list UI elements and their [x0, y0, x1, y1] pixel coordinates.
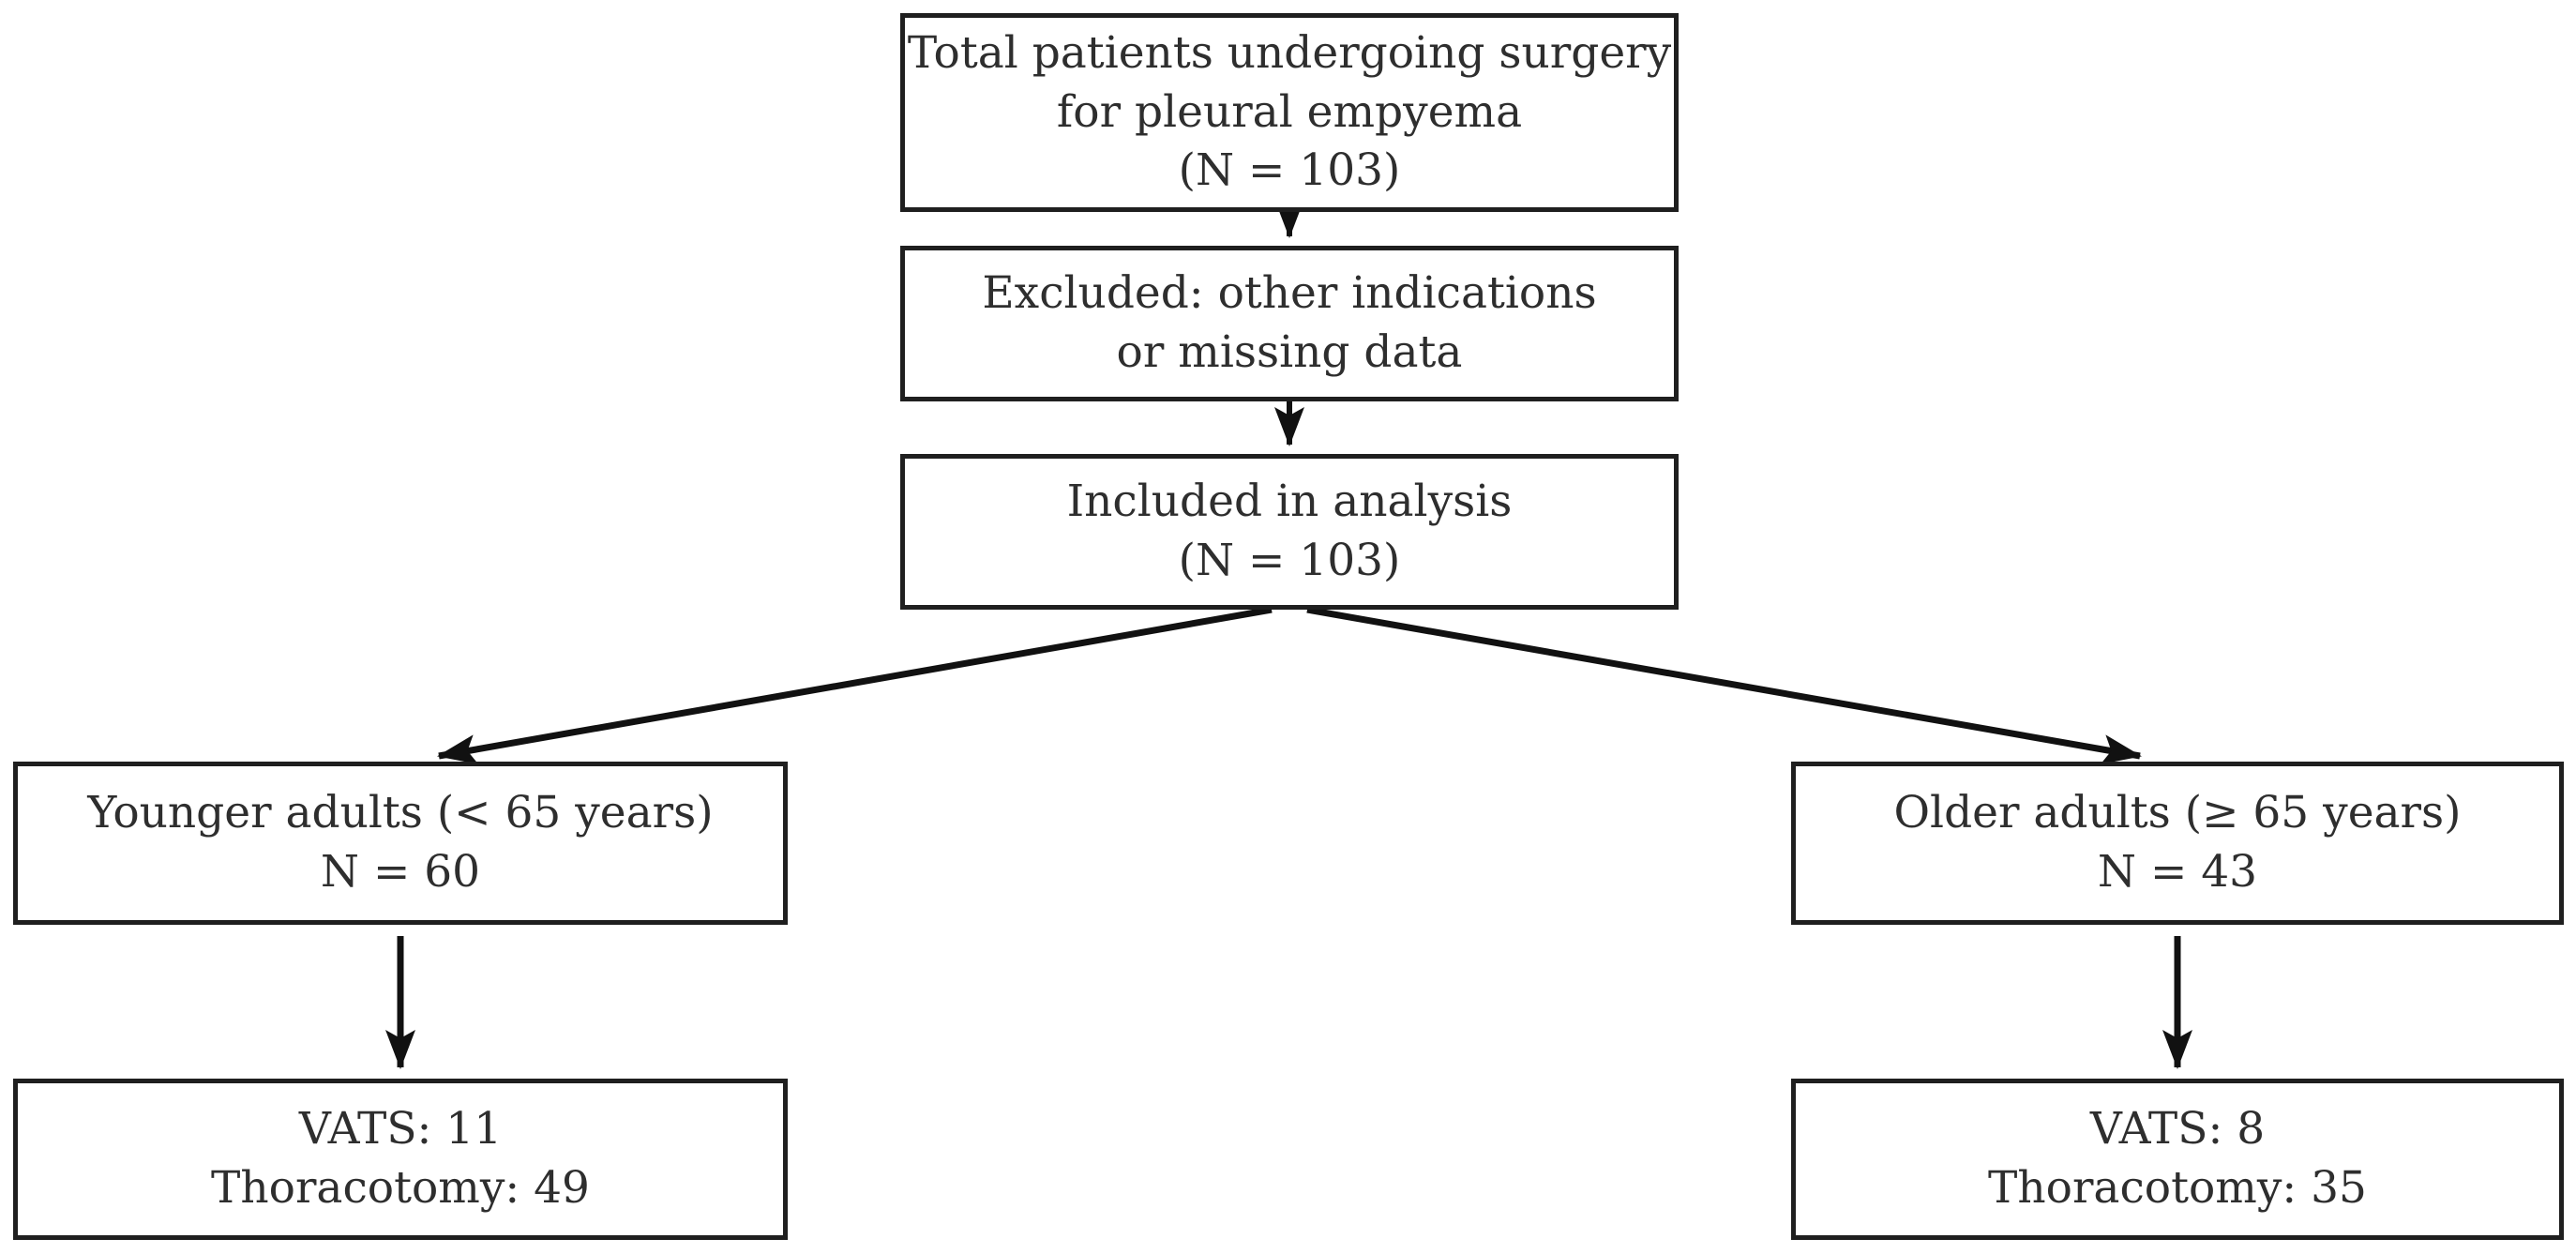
box-included-line-2: (N = 103): [1178, 535, 1401, 586]
box-younger-line-2: N = 60: [320, 846, 481, 898]
box-younger-line-1: Younger adults (< 65 years): [87, 787, 714, 839]
box-younger-proc-line-2: Thoracotomy: 49: [211, 1162, 590, 1214]
box-included-line-1: Included in analysis: [1066, 476, 1513, 528]
box-total-line-1: Total patients undergoing surgery: [907, 26, 1672, 79]
box-older-line-1: Older adults (≥ 65 years): [1893, 787, 2462, 839]
box-included-in-analysis: Included in analysis (N = 103): [900, 454, 1679, 610]
box-total-line-3: (N = 103): [1178, 144, 1401, 197]
arrow-included-to-older: [1306, 606, 2142, 764]
box-excluded-line-1: Excluded: other indications: [982, 267, 1597, 320]
box-older-procedures: VATS: 8 Thoracotomy: 35: [1791, 1079, 2564, 1240]
box-older-proc-line-2: Thoracotomy: 35: [1988, 1162, 2367, 1214]
box-excluded: Excluded: other indications or missing d…: [900, 246, 1679, 401]
box-total-patients: Total patients undergoing surgery for pl…: [900, 13, 1679, 212]
box-younger-procedures: VATS: 11 Thoracotomy: 49: [13, 1079, 788, 1240]
box-excluded-line-2: or missing data: [1116, 326, 1463, 378]
box-older-line-2: N = 43: [2097, 846, 2258, 898]
box-younger-adults: Younger adults (< 65 years) N = 60: [13, 762, 788, 925]
box-older-proc-line-1: VATS: 8: [2089, 1103, 2266, 1156]
box-total-line-2: for pleural empyema: [1056, 85, 1523, 138]
box-younger-proc-line-1: VATS: 11: [298, 1103, 503, 1156]
box-older-adults: Older adults (≥ 65 years) N = 43: [1791, 762, 2564, 925]
arrow-included-to-younger: [437, 606, 1273, 764]
